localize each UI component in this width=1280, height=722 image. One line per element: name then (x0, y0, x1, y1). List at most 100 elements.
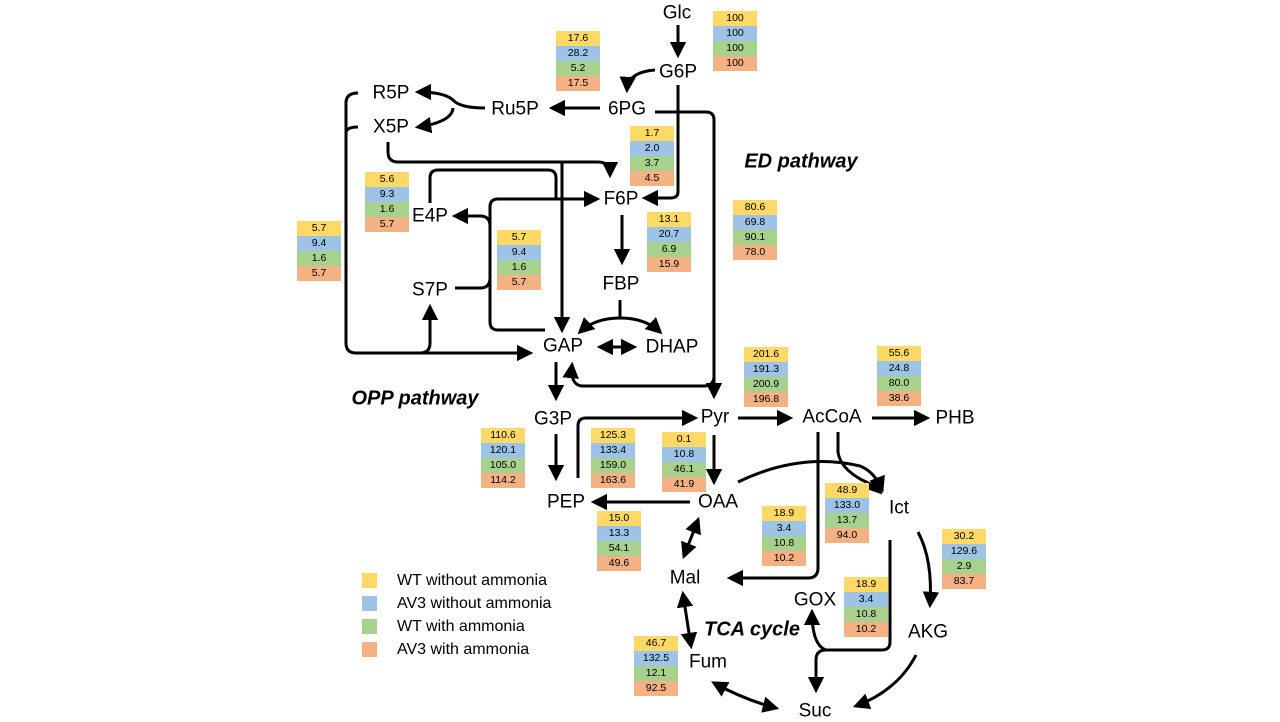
flux-value: 17.5 (556, 76, 600, 91)
arrow-s7p-e4p (451, 207, 492, 290)
flux-value: 24.8 (877, 361, 921, 376)
flux-value: 18.9 (844, 577, 888, 592)
flux-value: 13.3 (597, 526, 641, 541)
arrow-6pg-pyr-ed (655, 110, 723, 400)
flux-value: 5.7 (365, 217, 409, 232)
node-fbp: FBP (602, 273, 640, 295)
flux-value: 48.9 (825, 483, 869, 498)
arrow-x5p-loop (344, 125, 359, 134)
flux-value: 3.4 (844, 592, 888, 607)
flux-value: 133.4 (591, 443, 635, 458)
arrow-opp-loop (344, 91, 534, 362)
legend-label: WT without ammonia (397, 572, 547, 589)
flux-value: 5.7 (297, 221, 341, 236)
flux-value: 46.1 (662, 462, 706, 477)
flux-value: 1.6 (365, 202, 409, 217)
flux-value: 120.1 (481, 443, 525, 458)
flux-value: 5.7 (497, 230, 541, 245)
flux-value: 2.0 (630, 141, 674, 156)
arrow-ict-gox (803, 608, 827, 652)
arrow-ru5p-x5p (414, 107, 455, 134)
arrow-fum-suc (711, 681, 780, 713)
arrow-mal-fum (676, 590, 698, 650)
label-opp-pathway: OPP pathway (351, 387, 479, 410)
flux-value: 10.2 (762, 551, 806, 566)
flux-value: 9.4 (497, 245, 541, 260)
flux-value: 0.1 (662, 432, 706, 447)
flux-value: 3.4 (762, 521, 806, 536)
flux-value: 5.6 (365, 172, 409, 187)
node-ict: Ict (888, 497, 910, 519)
flux-value: 54.1 (597, 541, 641, 556)
node-r5p: R5P (372, 82, 410, 104)
node-glc: Glc (662, 2, 692, 24)
flux-value: 49.6 (597, 556, 641, 571)
arrow-x5p-f6p (386, 142, 619, 179)
flux-value: 5.7 (297, 266, 341, 281)
legend-label: WT with ammonia (397, 618, 525, 635)
arrow-ed-gap (562, 361, 716, 388)
node-dhap: DHAP (645, 336, 699, 358)
flux-value: 41.9 (662, 477, 706, 492)
flux-value: 10.8 (662, 447, 706, 462)
flux-value: 3.7 (630, 156, 674, 171)
node-e4p: E4P (412, 205, 448, 227)
node-ru5p: Ru5P (491, 98, 539, 120)
flux-value: 1.6 (297, 251, 341, 266)
flux-value: 132.5 (634, 651, 678, 666)
flux-value: 90.1 (733, 230, 777, 245)
node-6pg: 6PG (607, 98, 647, 120)
legend-swatch (362, 573, 377, 588)
flux-value: 1.6 (497, 260, 541, 275)
flux-value: 10.8 (762, 536, 806, 551)
flux-value: 100 (713, 41, 757, 56)
legend-swatch (362, 596, 377, 611)
arrow-fbp-dhap (619, 316, 663, 335)
flux-value: 105.0 (481, 458, 525, 473)
node-accoa: AcCoA (802, 406, 862, 428)
flux-value: 18.9 (762, 506, 806, 521)
legend-swatch (362, 642, 377, 657)
legend-label: AV3 with ammonia (397, 641, 530, 658)
flux-value: 110.6 (481, 428, 525, 443)
node-x5p: X5P (373, 116, 409, 138)
node-gox: GOX (793, 589, 837, 611)
node-suc: Suc (798, 700, 832, 722)
flux-value: 13.7 (825, 513, 869, 528)
flux-value: 13.1 (647, 212, 691, 227)
flux-value: 38.6 (877, 391, 921, 406)
flux-value: 5.7 (497, 275, 541, 290)
flux-value: 15.9 (647, 257, 691, 272)
flux-value: 28.2 (556, 46, 600, 61)
flux-value: 100 (713, 56, 757, 71)
flux-value: 46.7 (634, 636, 678, 651)
flux-value: 10.8 (844, 607, 888, 622)
arrow-g6p-f6p (641, 85, 680, 207)
flux-value: 163.6 (591, 473, 635, 488)
flux-value: 80.0 (877, 376, 921, 391)
flux-value: 17.6 (556, 31, 600, 46)
flux-value: 1.7 (630, 126, 674, 141)
flux-value: 10.2 (844, 622, 888, 637)
label-tca-cycle: TCA cycle (704, 618, 800, 641)
legend-swatch (362, 619, 377, 634)
flux-value: 159.0 (591, 458, 635, 473)
flux-value: 5.2 (556, 61, 600, 76)
arrow-accoa-gox (726, 432, 820, 587)
